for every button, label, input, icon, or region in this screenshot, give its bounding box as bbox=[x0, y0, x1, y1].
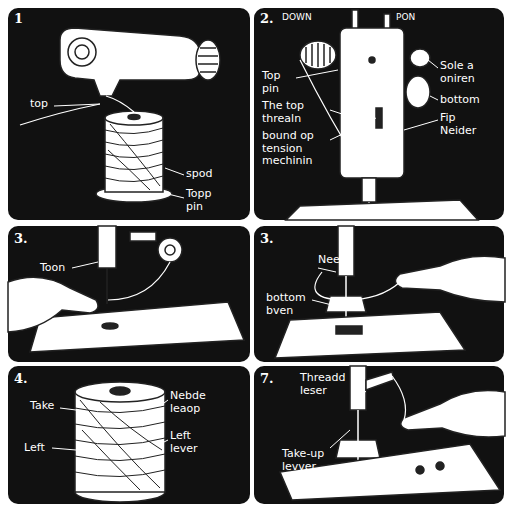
part-label: Neele bbox=[318, 254, 350, 267]
step-number: 4. bbox=[14, 372, 28, 387]
step-panel: 3. Toon bbox=[8, 226, 250, 362]
part-label: top bbox=[30, 98, 48, 111]
part-label: Topp pin bbox=[186, 188, 226, 213]
step-panel: 7. Threadd leserTake-up levver bbox=[254, 366, 504, 504]
part-label: Sole a oniren bbox=[440, 60, 498, 85]
step-panel: 1 top spodTopp pin bbox=[8, 8, 250, 220]
part-label: spod bbox=[186, 168, 212, 181]
step-panel: 2. DOWN PON Top pinThe top threaln bound op … bbox=[254, 8, 504, 220]
part-label: bottom bbox=[440, 94, 480, 107]
part-label: DOWN bbox=[282, 12, 312, 22]
part-label: Nebde leaop bbox=[170, 390, 216, 415]
part-label: Top pin bbox=[262, 70, 296, 95]
part-label: Fip Neider bbox=[440, 112, 490, 137]
step-number: 3. bbox=[260, 232, 274, 247]
part-label: Take bbox=[30, 400, 54, 413]
part-label: Left lever bbox=[170, 430, 216, 455]
step-number: 1 bbox=[14, 12, 23, 27]
step-panel: 4.TakeLeft Nebde leaopLeft lever bbox=[8, 366, 250, 504]
part-label: Threadd leser bbox=[300, 372, 358, 397]
part-label: Left bbox=[24, 442, 45, 455]
step-number: 2. bbox=[260, 12, 274, 27]
part-label: PON bbox=[396, 12, 415, 22]
part-label: Toon bbox=[40, 262, 65, 275]
part-label: Take-up levver bbox=[282, 448, 338, 473]
step-number: 7. bbox=[260, 372, 274, 387]
part-label: bottom bven bbox=[266, 292, 312, 317]
part-label: The top threaln bbox=[262, 100, 330, 125]
part-label: bound op tension mechinin bbox=[262, 130, 330, 168]
step-panel: 3. Neele bottom bven bbox=[254, 226, 504, 362]
step-number: 3. bbox=[14, 232, 28, 247]
